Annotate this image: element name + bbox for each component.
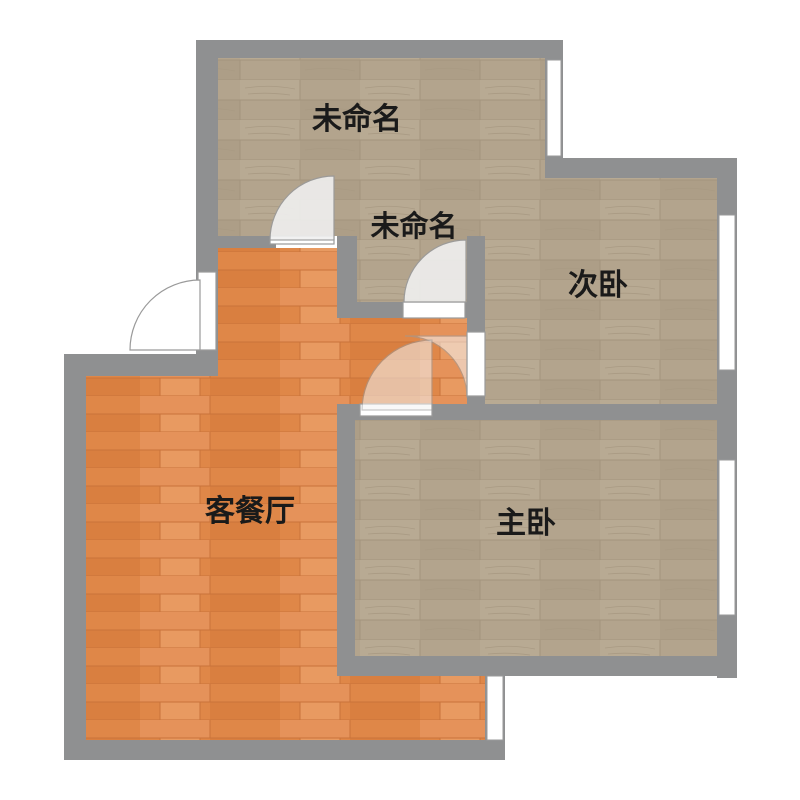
room-labels: 未命名 未命名 次卧 客餐厅 主卧 xyxy=(205,102,628,541)
door-top-room xyxy=(269,175,335,245)
window-living-bottom xyxy=(486,675,504,741)
doors xyxy=(129,175,486,417)
window-top-room xyxy=(546,59,562,157)
window-master-bedroom xyxy=(718,459,736,616)
door-master-bedroom xyxy=(359,339,433,417)
door-small-room xyxy=(402,239,467,319)
door-second-bedroom xyxy=(404,331,486,399)
windows xyxy=(486,59,736,741)
floor-second-bedroom xyxy=(485,178,717,404)
window-second-bedroom xyxy=(718,214,736,371)
label-second-bedroom: 次卧 xyxy=(568,268,628,303)
label-unnamed-small: 未命名 xyxy=(370,209,457,243)
label-unnamed-top: 未命名 xyxy=(312,102,402,137)
door-entrance xyxy=(129,271,217,351)
floor-master-bedroom xyxy=(355,420,717,656)
label-master-bedroom: 主卧 xyxy=(496,506,556,541)
label-living-dining: 客餐厅 xyxy=(205,494,295,529)
